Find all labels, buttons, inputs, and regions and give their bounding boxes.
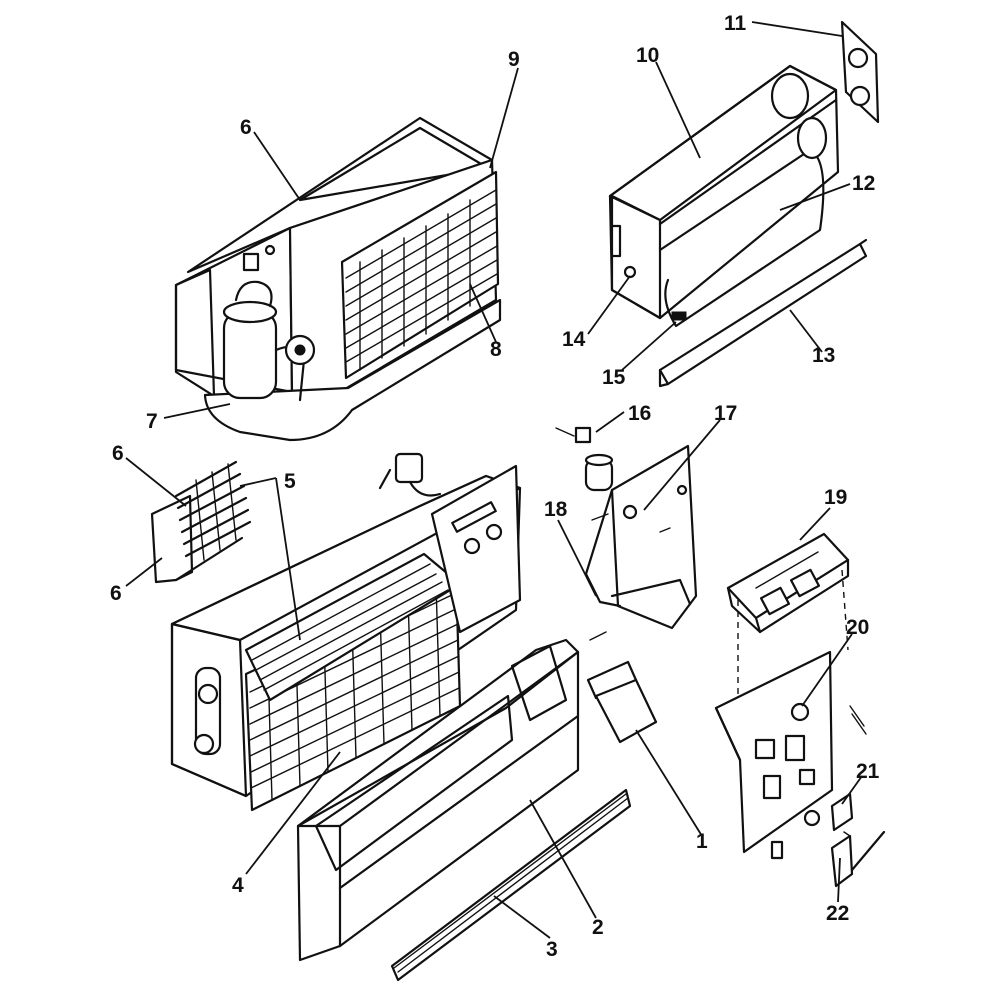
callout-1: 1 xyxy=(696,830,708,853)
mounting-clips xyxy=(830,792,886,888)
callout-leaders xyxy=(125,21,863,939)
front-grille xyxy=(390,788,632,982)
callout-10: 9 xyxy=(508,48,520,71)
callout-17: 16 xyxy=(628,402,651,425)
callout-7: 6 xyxy=(112,442,124,465)
front-cabinet xyxy=(296,638,580,962)
callout-2: 2 xyxy=(592,916,604,939)
control-board xyxy=(714,650,867,860)
callout-13: 12 xyxy=(852,172,875,195)
access-panel xyxy=(586,660,658,744)
callout-11: 10 xyxy=(636,44,659,67)
side-motor xyxy=(193,666,222,756)
chassis-assembly xyxy=(174,116,502,442)
callout-6-grid: 6 xyxy=(110,582,122,605)
callout-14: 13 xyxy=(812,344,835,367)
callout-21: 20 xyxy=(846,616,869,639)
chassis-fan-motor xyxy=(284,334,316,366)
callout-19: 18 xyxy=(544,498,568,521)
callout-22: 21 xyxy=(856,760,880,783)
heater-grid xyxy=(150,460,252,584)
drain-channel xyxy=(658,238,868,388)
callout-23: 22 xyxy=(826,902,849,925)
callout-18: 17 xyxy=(714,402,737,425)
callout-12: 11 xyxy=(724,12,747,35)
callout-4: 4 xyxy=(232,874,244,897)
callout-9: 8 xyxy=(490,338,502,361)
callout-8: 7 xyxy=(146,410,158,433)
callout-labels: 6 9 10 11 12 13 14 15 8 7 6 5 6 16 17 18… xyxy=(110,12,880,961)
callout-20: 19 xyxy=(824,486,847,509)
evaporator-unit xyxy=(170,452,522,812)
control-bracket xyxy=(555,426,698,641)
wall-sleeve xyxy=(608,20,880,328)
compressor xyxy=(222,280,306,402)
callout-16: 15 xyxy=(602,366,626,389)
callout-15: 14 xyxy=(562,328,586,351)
callout-6-chassis: 6 xyxy=(240,116,252,139)
callout-3: 3 xyxy=(546,938,558,961)
control-panel xyxy=(726,532,850,700)
callout-5: 5 xyxy=(284,470,296,493)
